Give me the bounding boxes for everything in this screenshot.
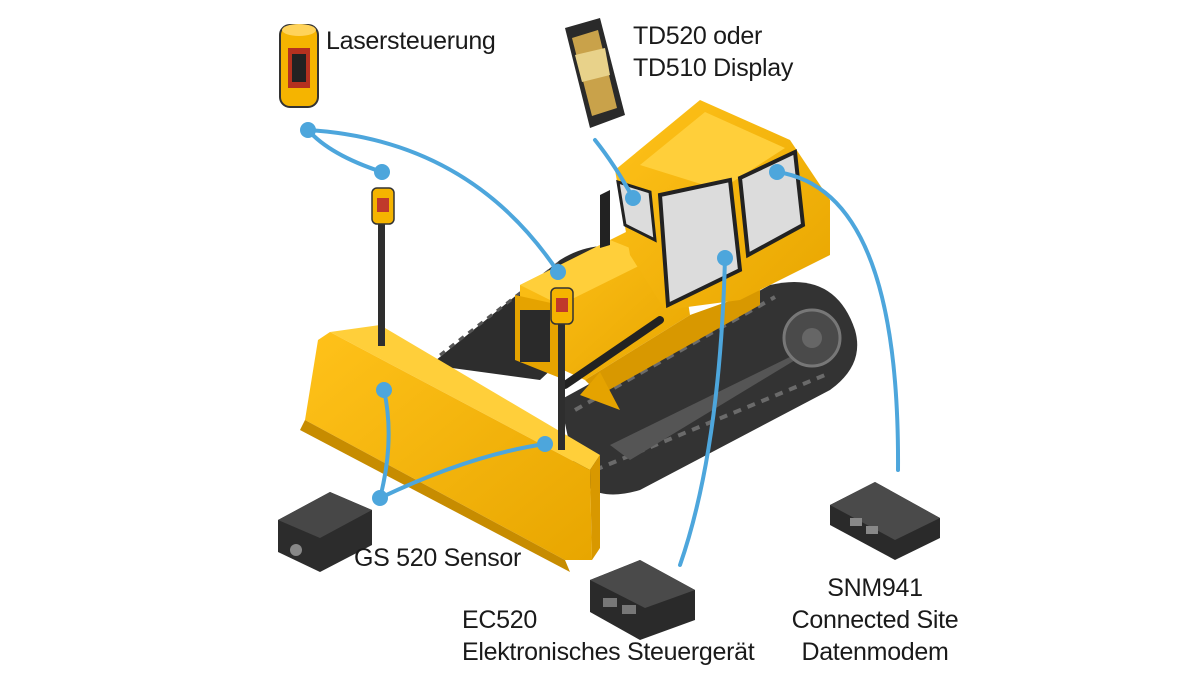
connector-dots xyxy=(300,122,785,506)
label-ec520: EC520 Elektronisches Steuergerät xyxy=(462,604,755,668)
laser-mast-right xyxy=(550,287,574,450)
label-display: TD520 oder TD510 Display xyxy=(633,20,793,84)
lift-cylinder xyxy=(561,316,664,389)
label-gs520-text: GS 520 Sensor xyxy=(354,544,522,572)
connector-modem xyxy=(775,170,901,472)
label-snm941-line2: Connected Site xyxy=(791,606,959,634)
label-snm941-line3: Datenmodem xyxy=(801,638,949,666)
label-display-line1: TD520 oder xyxy=(633,22,763,50)
grille xyxy=(520,310,550,362)
bulldozer xyxy=(300,100,858,572)
laser-mast-left xyxy=(371,187,395,346)
laser-receiver-icon xyxy=(279,24,319,108)
cab-side-window xyxy=(657,177,743,309)
label-laser-control: Lasersteuerung xyxy=(326,25,496,57)
connector-ec520 xyxy=(678,256,727,567)
cab xyxy=(615,100,830,310)
label-ec520-line1: EC520 xyxy=(462,606,537,634)
label-gs520: GS 520 Sensor xyxy=(354,542,521,574)
label-display-line2: TD510 Display xyxy=(633,54,794,82)
connector-gs-blade xyxy=(378,388,391,500)
cab-rear-window xyxy=(737,148,806,259)
gs520-sensor-icon xyxy=(278,492,372,572)
label-ec520-line2: Elektronisches Steuergerät xyxy=(462,638,755,666)
label-snm941-line1: SNM941 xyxy=(827,574,923,602)
exhaust-stack xyxy=(600,190,610,248)
connector-laser-left xyxy=(306,128,384,174)
label-laser-text: Lasersteuerung xyxy=(326,27,496,55)
snm941-modem-icon xyxy=(830,482,940,560)
connector-laser-right xyxy=(306,128,560,274)
cab-front-window xyxy=(616,179,657,243)
ec520-controller-icon xyxy=(590,560,695,640)
label-snm941: SNM941 Connected Site Datenmodem xyxy=(790,572,960,668)
tablet-display-icon xyxy=(565,18,625,128)
connector-gs-mast xyxy=(378,442,547,500)
